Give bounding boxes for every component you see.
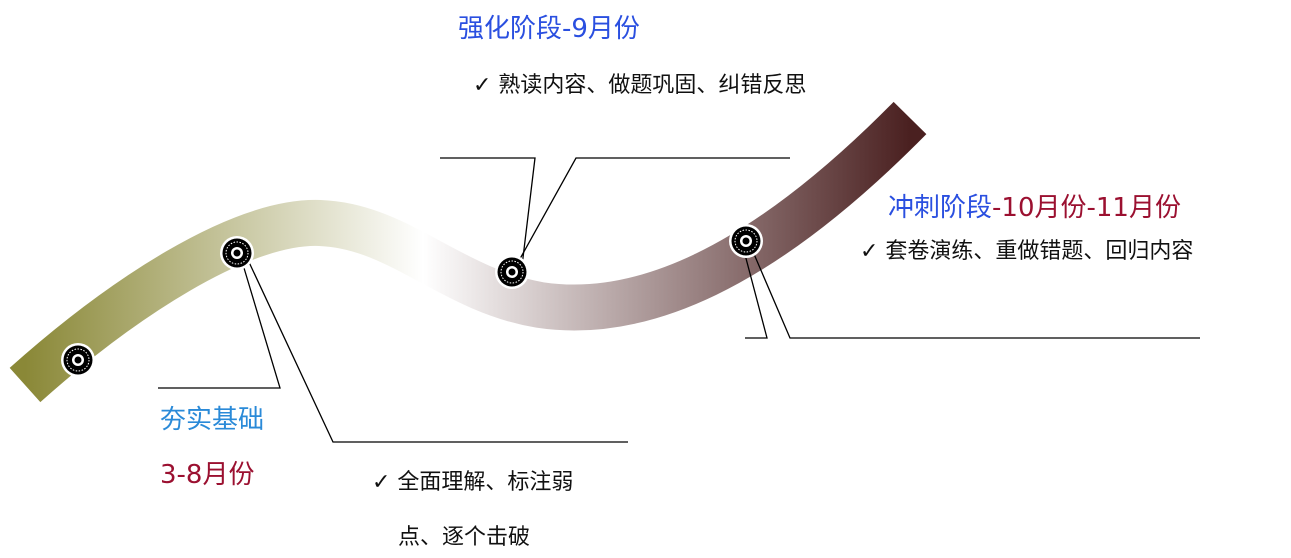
circle-marker-icon — [729, 224, 763, 258]
stage-1-subtitle: 3-8月份 — [160, 460, 255, 490]
callout-lines — [158, 157, 1200, 443]
callout-line-stage2-right — [515, 157, 790, 267]
stage-1-title: 夯实基础 — [160, 405, 265, 435]
stage-2-title: 强化阶段-9月份 — [458, 14, 640, 44]
milestone-markers — [61, 224, 763, 377]
circle-marker-icon — [61, 343, 95, 377]
circle-marker-icon — [220, 236, 254, 270]
stage-3-detail: ✓ 套卷演练、重做错题、回归内容 — [860, 239, 1194, 264]
circle-marker-icon — [495, 255, 529, 289]
callout-line-stage3-left — [742, 246, 768, 339]
timeline-ribbon — [9, 101, 927, 403]
stage-1-detail-line-2: 点、逐个击破 — [398, 525, 531, 550]
stage-3-title: 冲刺阶段-10月份-11月份 — [888, 195, 1181, 221]
stage-3-title-main: 冲刺阶段 — [888, 193, 993, 223]
callout-line-stage2-left — [440, 157, 536, 267]
stage-3-title-dates: -10月份-11月份 — [992, 193, 1181, 223]
stage-1-detail-line-1: ✓ 全面理解、标注弱 — [372, 470, 574, 495]
callout-line-stage1-detail — [247, 259, 628, 443]
callout-line-stage1-title — [158, 257, 281, 389]
stage-2-detail: ✓ 熟读内容、做题巩固、纠错反思 — [473, 73, 807, 98]
callout-line-stage3-right — [750, 246, 1200, 339]
